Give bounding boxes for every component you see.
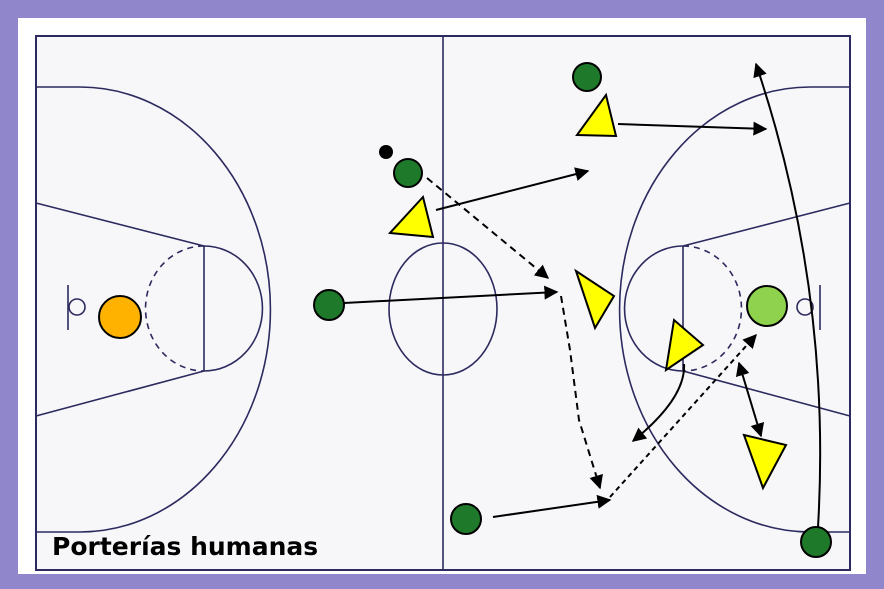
right-rim — [796, 298, 814, 316]
defender-curve-arrow — [631, 363, 686, 442]
player-orange — [98, 295, 142, 339]
diagram-caption: Porterías humanas — [52, 532, 319, 561]
defender-triangle-2 — [387, 194, 435, 239]
pass-arrow-2 — [617, 121, 768, 136]
ball — [379, 145, 393, 159]
left-lane-bottom — [35, 370, 205, 417]
right-three-point-arc — [618, 86, 850, 533]
left-free-throw-arc — [203, 245, 264, 372]
defender-triangle-4 — [664, 318, 705, 373]
right-free-throw-arc-dashed — [682, 245, 743, 372]
left-free-throw-arc-dashed — [144, 245, 205, 372]
dribble-dashed-2 — [560, 295, 603, 490]
defender-triangle-5 — [742, 433, 788, 491]
double-arrow — [735, 361, 765, 438]
right-free-throw-arc — [623, 245, 684, 372]
defender-triangle-3 — [574, 268, 616, 331]
center-circle — [388, 242, 498, 376]
left-lane-top — [35, 202, 205, 247]
player-green-1 — [572, 62, 602, 92]
pass-arrow-4 — [492, 494, 612, 518]
defender-triangle-1 — [575, 92, 618, 138]
movement-paths — [343, 62, 822, 528]
player-green-3 — [450, 503, 482, 535]
player-green-2 — [313, 289, 345, 321]
pass-arrow-3 — [343, 285, 559, 304]
dribble-dashed-1 — [426, 177, 550, 279]
left-rim — [68, 298, 86, 316]
left-three-point-arc — [36, 86, 272, 533]
pass-dashed-to-target — [609, 333, 757, 498]
right-lane-bottom — [682, 370, 851, 417]
pass-arrow-1 — [435, 167, 590, 211]
player-green-4 — [800, 526, 832, 558]
court-lines — [35, 36, 851, 570]
player-green-ball-carrier — [393, 158, 423, 188]
defenders — [387, 92, 788, 491]
right-lane-top — [682, 202, 851, 247]
players — [98, 62, 832, 558]
run-curve-right — [753, 62, 822, 528]
player-light-green-target — [746, 285, 788, 327]
